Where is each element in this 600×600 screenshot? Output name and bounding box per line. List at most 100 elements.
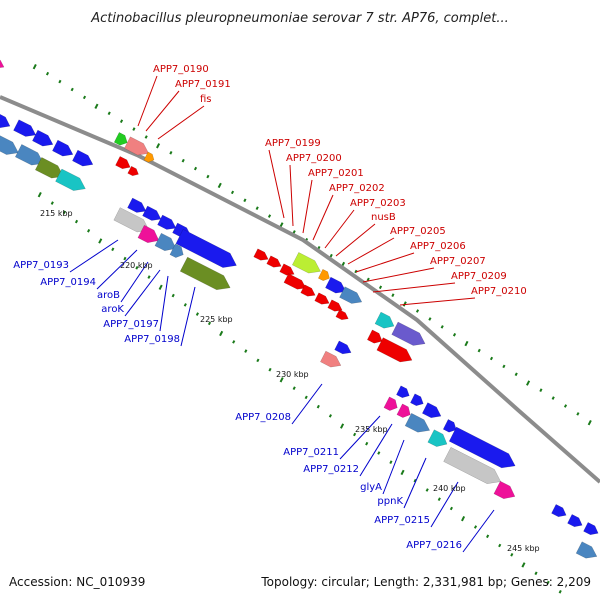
gene-arok[interactable]	[169, 243, 184, 258]
gene-label-glya[interactable]: glyA	[360, 482, 382, 493]
gene-red[interactable]	[115, 156, 131, 170]
gene-label-app7-0194[interactable]: APP7_0194	[40, 277, 96, 288]
inner-tick	[37, 192, 42, 198]
gene-steelblue[interactable]	[0, 133, 19, 155]
gene-label-app7-0202[interactable]: APP7_0202	[329, 183, 385, 194]
gene-label-arok[interactable]: aroK	[101, 304, 124, 315]
gene-blue[interactable]	[127, 197, 147, 213]
gene-label-app7-0207[interactable]: APP7_0207	[430, 256, 486, 267]
gene-label-app7-0199[interactable]: APP7_0199	[265, 138, 321, 149]
gene-app7-0208-blue[interactable]	[334, 340, 352, 355]
genome-summary: Topology: circular; Length: 2,331,981 bp…	[260, 575, 591, 589]
gene-label-fis[interactable]: fis	[200, 94, 212, 105]
gene-steelblue[interactable]	[575, 541, 598, 559]
gene-blue[interactable]	[157, 214, 177, 230]
gene-blue[interactable]	[442, 419, 457, 433]
outer-tick	[32, 64, 37, 70]
gene-red[interactable]	[253, 248, 269, 261]
gene-label-app7-0190[interactable]: APP7_0190	[153, 64, 209, 75]
gene-label-app7-0211[interactable]: APP7_0211	[283, 447, 339, 458]
gene-app7-0201[interactable]	[291, 252, 321, 274]
inner-tick	[328, 414, 332, 418]
gene-red[interactable]	[327, 299, 343, 312]
gene-app7-0202[interactable]	[317, 268, 330, 281]
gene-red[interactable]	[366, 329, 383, 344]
gene-label-ppnk[interactable]: ppnK	[377, 496, 403, 507]
outer-tick	[156, 143, 161, 149]
leader-app7-0203	[324, 209, 355, 249]
gene-red[interactable]	[335, 309, 349, 321]
gene-app7-0212[interactable]	[396, 403, 411, 418]
gene-label-app7-0210[interactable]: APP7_0210	[471, 286, 527, 297]
gene-label-app7-0198[interactable]: APP7_0198	[124, 334, 180, 345]
gene-blue[interactable]	[567, 514, 583, 528]
gene-blue[interactable]	[142, 205, 162, 221]
gene-app7-0215[interactable]	[443, 446, 502, 484]
gene-blue[interactable]	[421, 402, 442, 419]
gene-blue[interactable]	[32, 129, 54, 147]
gene-label-app7-0197[interactable]: APP7_0197	[103, 319, 159, 330]
gene-arob[interactable]	[154, 232, 177, 251]
gene-label-app7-0216[interactable]: APP7_0216	[406, 540, 462, 551]
gene-red[interactable]	[279, 263, 295, 276]
outer-tick	[181, 158, 185, 163]
gene-label-app7-0191[interactable]: APP7_0191	[175, 79, 231, 90]
gene-nusb[interactable]	[339, 286, 363, 304]
gene-label-app7-0208[interactable]: APP7_0208	[235, 412, 291, 423]
gene-label-app7-0201[interactable]: APP7_0201	[308, 168, 364, 179]
gene-label-app7-0209[interactable]: APP7_0209	[451, 271, 507, 282]
gene-red[interactable]	[266, 255, 282, 268]
gene-blue[interactable]	[410, 393, 424, 406]
outer-tick	[551, 396, 555, 400]
gene-label-nusb[interactable]: nusB	[371, 212, 396, 223]
gene-blue[interactable]	[72, 149, 94, 167]
gene-label-app7-0203[interactable]: APP7_0203	[350, 198, 406, 209]
gene-label-app7-0193[interactable]: APP7_0193	[13, 260, 69, 271]
gene-app7-0191[interactable]	[124, 136, 150, 156]
gene-label-app7-0205[interactable]: APP7_0205	[390, 226, 446, 237]
inner-tick	[521, 562, 526, 568]
gene-red[interactable]	[376, 337, 413, 363]
gene-fis[interactable]	[143, 151, 155, 163]
gene-app7-0198[interactable]	[179, 256, 231, 291]
gene-app7-0210[interactable]	[391, 321, 426, 346]
gene-red[interactable]	[300, 284, 316, 297]
inner-tick	[183, 303, 187, 307]
gene-olive[interactable]	[34, 157, 64, 179]
gene-label-app7-0206[interactable]: APP7_0206	[410, 241, 466, 252]
gene-label-app7-0200[interactable]: APP7_0200	[286, 153, 342, 164]
gene-app7-0194[interactable]	[137, 224, 160, 243]
gene-blue[interactable]	[396, 385, 410, 398]
inner-tick	[268, 367, 272, 372]
gene-red[interactable]	[127, 165, 139, 177]
gene-blue[interactable]	[551, 504, 567, 518]
inner-tick	[62, 210, 66, 215]
gene-app7-0208[interactable]	[320, 350, 342, 368]
gene-label-arob[interactable]: aroB	[97, 290, 120, 301]
gene-red[interactable]	[283, 273, 307, 290]
gene-app7-0216[interactable]	[493, 480, 516, 499]
gene-blue[interactable]	[583, 522, 599, 536]
gene-app7-0199-blue[interactable]	[175, 228, 237, 268]
gene-cyan[interactable]	[55, 168, 86, 191]
gene-blue[interactable]	[0, 113, 11, 129]
gene-ppnk[interactable]	[427, 429, 448, 447]
gene-steelblue[interactable]	[14, 144, 44, 166]
gene-glya[interactable]	[404, 412, 431, 433]
outer-tick	[440, 325, 444, 329]
gene-blue[interactable]	[13, 119, 37, 137]
gene-label-app7-0215[interactable]: APP7_0215	[374, 515, 430, 526]
gene-label-app7-0212[interactable]: APP7_0212	[303, 464, 359, 475]
accession-label: Accession: NC_010939	[9, 575, 145, 589]
gene-red[interactable]	[314, 292, 330, 305]
gene-app7-0203[interactable]	[325, 276, 347, 294]
inner-tick	[135, 266, 139, 270]
gene-app7-0209[interactable]	[374, 311, 395, 329]
gene-app7-0190[interactable]	[113, 132, 128, 146]
gene-app7-0211[interactable]	[383, 396, 398, 411]
inner-tick	[232, 340, 236, 344]
gene-fragment-top-left[interactable]	[0, 55, 5, 68]
gene-blue-long[interactable]	[448, 426, 516, 469]
gene-blue[interactable]	[52, 139, 74, 157]
